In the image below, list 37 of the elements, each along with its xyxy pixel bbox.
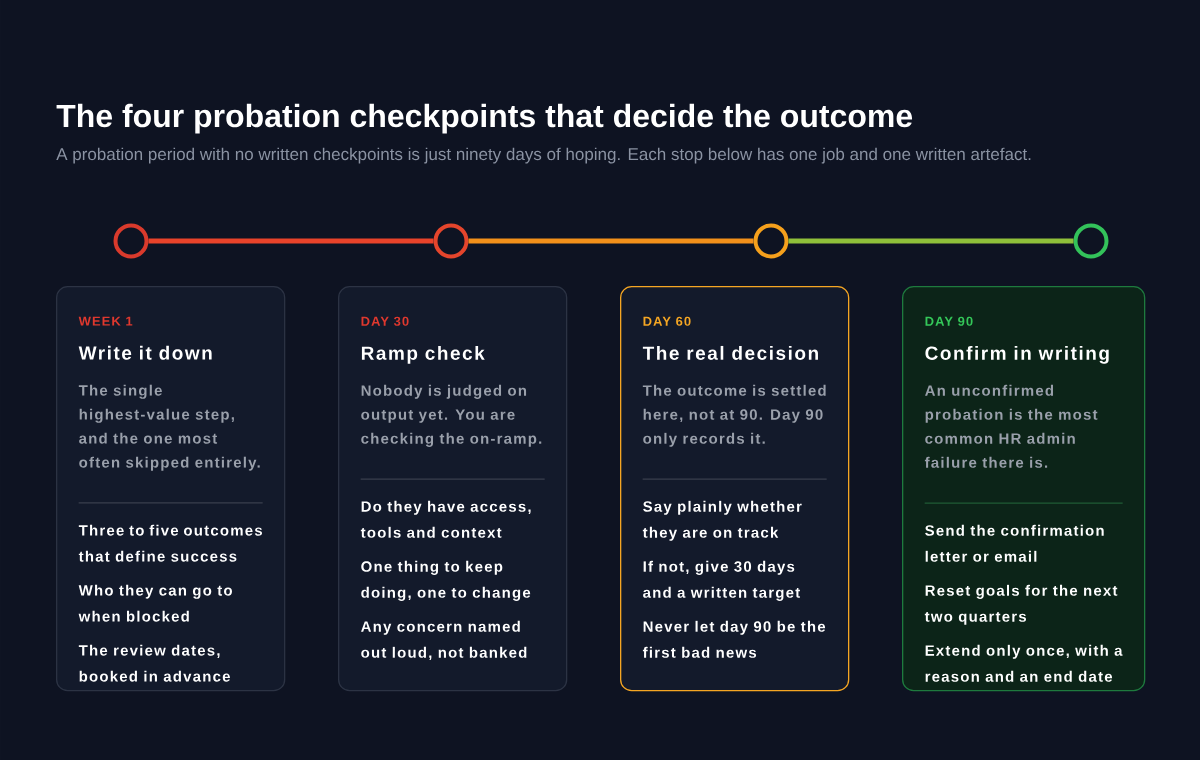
checklist-item: If not, give 30 days and a written target bbox=[643, 560, 800, 601]
checklist-item: Who they can go to when blocked bbox=[78, 584, 232, 622]
timeline-line bbox=[468, 238, 754, 244]
card-description: The outcome is settled here, not at 90. Day 90 only records it. bbox=[642, 384, 826, 447]
checklist-item: Send the confirmation letter or email bbox=[925, 524, 1104, 562]
timeline-line bbox=[788, 238, 1074, 244]
checklist-item: Reset goals for the next two quarters bbox=[924, 584, 1118, 625]
checklist-item: Do they have access, tools and context bbox=[360, 500, 531, 538]
timeline-circle bbox=[1073, 223, 1109, 259]
checkpoint-card bbox=[620, 286, 850, 692]
card-description: An unconfirmed probation is the most common HR admin failure there is. bbox=[924, 384, 1098, 468]
checklist-item: Extend only once, with a reason and an end date bbox=[925, 644, 1123, 682]
checkpoint-label: DAY 90 bbox=[925, 316, 973, 326]
card-title: The real decision bbox=[642, 345, 818, 360]
checklist-item: The review dates, booked in advance bbox=[78, 644, 230, 682]
card-title: Confirm in writing bbox=[925, 345, 1109, 364]
timeline-line bbox=[148, 238, 434, 244]
card-description: The single highest-value step, and the one most often skipped entirely. bbox=[78, 384, 260, 471]
checklist-item: Three to five outcomes that define success bbox=[78, 524, 262, 562]
timeline-circle bbox=[433, 223, 469, 259]
checkpoint-label: DAY 60 bbox=[643, 316, 691, 326]
checkpoint-label: WEEK 1 bbox=[78, 316, 133, 326]
card-description: Nobody is judged on output yet. You are checking the on-ramp. bbox=[361, 384, 542, 447]
checkpoint-label: DAY 30 bbox=[361, 316, 409, 326]
subtitle: A probation period with no written checkpoints is just ninety days of hoping. Each stop below has one job and one written artefact. bbox=[56, 147, 1031, 164]
checkpoint-card bbox=[338, 286, 568, 692]
checkpoint-card bbox=[56, 286, 286, 692]
card-title: Write it down bbox=[78, 345, 212, 360]
checklist-item: Say plainly whether they are on track bbox=[642, 500, 802, 541]
timeline-circle bbox=[753, 223, 789, 259]
checklist-item: Any concern named out loud, not banked bbox=[361, 620, 527, 661]
card-title: Ramp check bbox=[361, 345, 485, 364]
checklist-item: Never let day 90 be the first bad news bbox=[642, 620, 826, 658]
timeline-circle bbox=[113, 223, 149, 259]
checklist-item: One thing to keep doing, one to change bbox=[361, 560, 531, 601]
checkpoint-card bbox=[902, 286, 1146, 692]
title: The four probation checkpoints that decide the outcome bbox=[56, 103, 913, 134]
